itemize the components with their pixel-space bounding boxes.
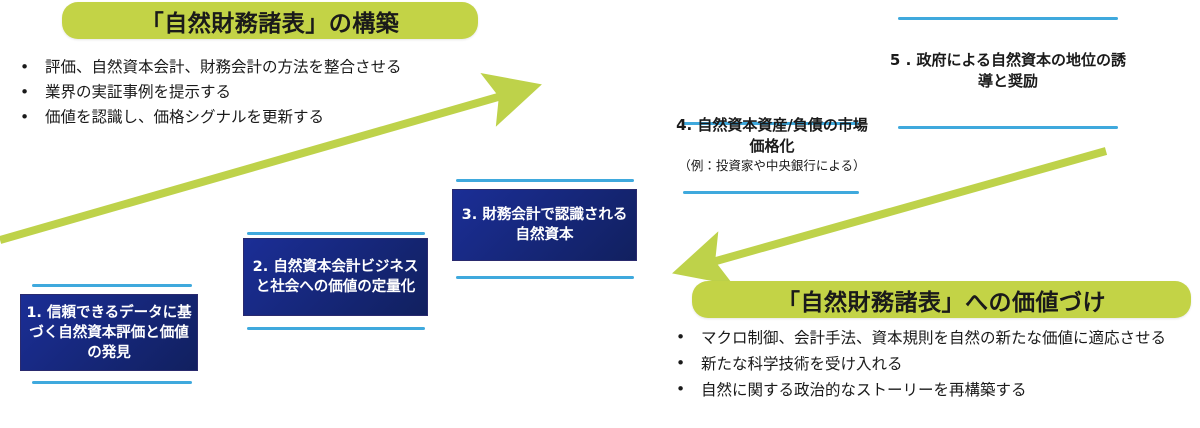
step-2-label: 2. 自然資本会計ビジネスと社会への価値の定量化	[252, 259, 419, 295]
step-1-box: 1. 信頼できるデータに基づく自然資本評価と価値の発見	[20, 294, 198, 371]
bullet-marker-icon: •	[20, 83, 30, 101]
step-4-note: （例：投資家や中央銀行による）	[678, 158, 866, 173]
list-item-label: 業界の実証事例を提示する	[45, 83, 232, 101]
right-panel-title: 「自然財務諸表」への価値づけ	[692, 281, 1191, 318]
step-4-text: 4. 自然資本資産/負債の市場価格化 （例：投資家や中央銀行による）	[672, 115, 872, 175]
list-item: • 評価、自然資本会計、財務会計の方法を整合させる	[12, 56, 492, 79]
left-panel-title: 「自然財務諸表」の構築	[62, 2, 478, 39]
step-3-rule-top	[456, 179, 634, 182]
list-item: • 自然に関する政治的なストーリーを再構築する	[668, 378, 1188, 402]
step-1-rule-top	[32, 284, 192, 287]
list-item: • 業界の実証事例を提示する	[12, 81, 492, 104]
list-item: • 新たな科学技術を受け入れる	[668, 352, 1188, 376]
left-panel-bullet-list: • 評価、自然資本会計、財務会計の方法を整合させる • 業界の実証事例を提示する…	[12, 56, 492, 131]
step-2-rule-top	[247, 232, 425, 235]
bullet-marker-icon: •	[20, 108, 30, 126]
bullet-marker-icon: •	[676, 354, 686, 372]
step-4-label: 4. 自然資本資産/負債の市場価格化	[676, 116, 868, 155]
step-5-label: 5 . 政府による自然資本の地位の誘導と奨励	[889, 51, 1127, 90]
right-panel-bullet-list: • マクロ制御、会計手法、資本規則を自然の新たな価値に適応させる • 新たな科学…	[668, 326, 1188, 404]
list-item-label: マクロ制御、会計手法、資本規則を自然の新たな価値に適応させる	[701, 329, 1167, 347]
list-item-label: 自然に関する政治的なストーリーを再構築する	[701, 381, 1027, 399]
step-4-rule-top	[683, 122, 859, 125]
bullet-marker-icon: •	[20, 58, 30, 76]
step-3-box: 3. 財務会計で認識される自然資本	[452, 189, 637, 261]
list-item-label: 新たな科学技術を受け入れる	[701, 355, 903, 373]
step-3-rule-bottom	[456, 276, 634, 279]
step-5-text: 5 . 政府による自然資本の地位の誘導と奨励	[888, 50, 1128, 92]
step-2-box: 2. 自然資本会計ビジネスと社会への価値の定量化	[243, 238, 428, 316]
step-5-rule-bottom	[898, 126, 1118, 129]
step-4-rule-bottom	[683, 191, 859, 194]
list-item: • マクロ制御、会計手法、資本規則を自然の新たな価値に適応させる	[668, 326, 1188, 350]
list-item: • 価値を認識し、価格シグナルを更新する	[12, 106, 492, 129]
step-3-label: 3. 財務会計で認識される自然資本	[461, 207, 628, 243]
bullet-marker-icon: •	[676, 328, 686, 346]
bullet-marker-icon: •	[676, 380, 686, 398]
list-item-label: 価値を認識し、価格シグナルを更新する	[45, 108, 325, 126]
step-1-label: 1. 信頼できるデータに基づく自然資本評価と価値の発見	[26, 304, 192, 361]
list-item-label: 評価、自然資本会計、財務会計の方法を整合させる	[45, 58, 402, 76]
step-1-rule-bottom	[32, 381, 192, 384]
step-5-rule-top	[898, 17, 1118, 20]
step-2-rule-bottom	[247, 327, 425, 330]
